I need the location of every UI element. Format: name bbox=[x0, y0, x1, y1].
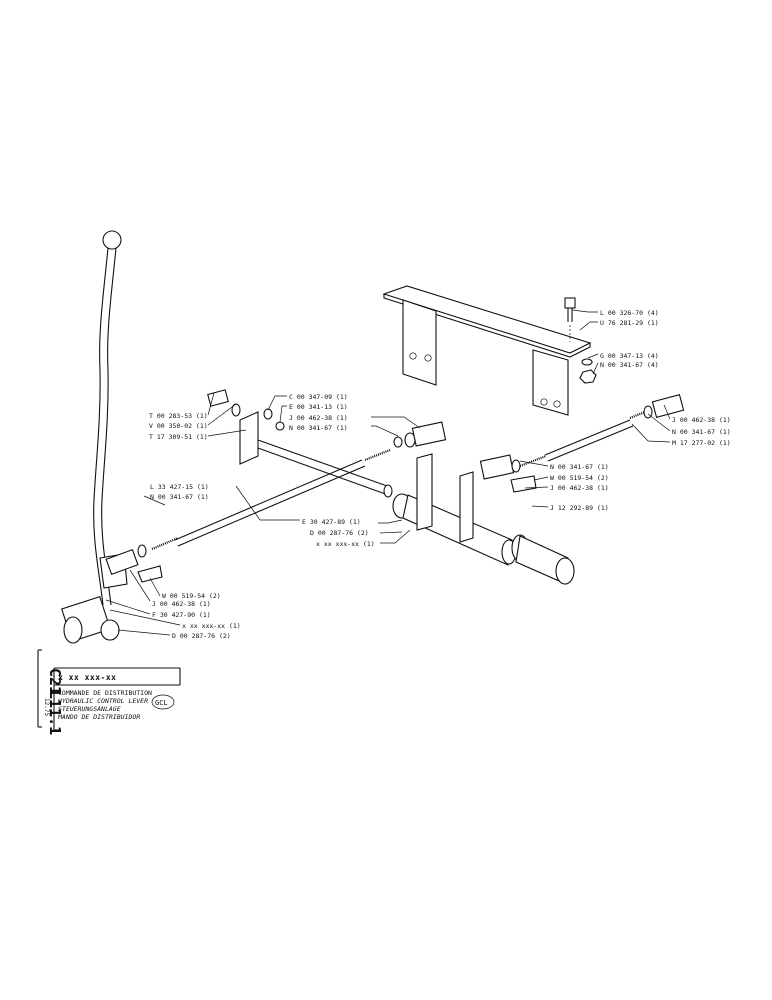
drawing-ref-top: C21 bbox=[46, 668, 64, 695]
linkage-rod-right bbox=[519, 393, 685, 468]
mounting-bracket bbox=[382, 285, 592, 416]
callout-label: J 12 292-89 (1) bbox=[550, 504, 609, 512]
title-line-fr: COMMANDE DE DISTRIBUTION bbox=[58, 689, 152, 697]
callout-label: T 00 283-53 (1) bbox=[149, 412, 208, 420]
drawing-ref-bottom: L11.1 bbox=[46, 690, 64, 735]
callout-label: D 00 287-76 (2) bbox=[172, 632, 231, 640]
callout-label: N 00 341-67 (1) bbox=[550, 463, 609, 471]
title-date: 12.75 bbox=[43, 698, 50, 716]
callout-label: U 76 281-29 (1) bbox=[600, 319, 659, 327]
title-line-en: HYDRAULIC CONTROL LEVER bbox=[57, 697, 148, 705]
callout-label: C 00 347-09 (1) bbox=[289, 393, 348, 401]
callout-label: M 17 277-02 (1) bbox=[672, 439, 731, 447]
title-block: C21 L11.1 x xx xxx-xx 12.75 COMMANDE DE … bbox=[37, 649, 181, 735]
callout-label: E 00 341-13 (1) bbox=[289, 403, 348, 411]
callout-label: L 33 427-15 (1) bbox=[150, 483, 209, 491]
callout-label: J 00 462-38 (1) bbox=[152, 600, 211, 608]
callout-label: J 00 462-38 (1) bbox=[289, 414, 348, 422]
callout-label: G 00 347-13 (4) bbox=[600, 352, 659, 360]
callout-label: J 00 462-38 (1) bbox=[550, 484, 609, 492]
callout-labels: L 00 326-70 (4) U 76 281-29 (1) G 00 347… bbox=[149, 309, 731, 640]
main-tube bbox=[392, 453, 575, 585]
callout-label: N 00 341-67 (1) bbox=[672, 428, 731, 436]
callout-label: L 00 326-70 (4) bbox=[600, 309, 659, 317]
callout-label: J 00 462-38 (1) bbox=[672, 416, 731, 424]
callout-label: N 00 341-67 (4) bbox=[600, 361, 659, 369]
part-number: x xx xxx-xx bbox=[58, 673, 116, 682]
callout-label: N 00 341-67 (1) bbox=[289, 424, 348, 432]
callout-label: x xx xxx-xx (1) bbox=[316, 540, 375, 548]
callout-label: W 00 519-54 (2) bbox=[162, 592, 221, 600]
callout-label: W 00 519-54 (2) bbox=[550, 474, 609, 482]
manufacturer-logo bbox=[151, 694, 175, 710]
callout-label: F 30 427-90 (1) bbox=[152, 611, 211, 619]
leader-lines bbox=[105, 309, 671, 636]
callout-label: N 00 341-67 (1) bbox=[150, 493, 209, 501]
manufacturer-logo-text: GCL bbox=[155, 699, 168, 707]
callout-label: T 17 309-51 (1) bbox=[149, 433, 208, 441]
linkage-rod-left bbox=[105, 448, 391, 583]
title-line-es: MANDO DE DISTRIBUIDOR bbox=[57, 713, 140, 721]
clevis-middle bbox=[393, 421, 447, 448]
callout-label: V 00 350-02 (1) bbox=[149, 422, 208, 430]
callout-label: E 30 427-89 (1) bbox=[302, 518, 361, 526]
clevis-right bbox=[479, 454, 537, 493]
hand-lever bbox=[61, 230, 128, 644]
title-line-de: STEUERUNGSANLAGE bbox=[58, 705, 121, 713]
callout-label: x xx xxx-xx (1) bbox=[182, 622, 241, 630]
callout-label: D 00 287-76 (2) bbox=[310, 529, 369, 537]
